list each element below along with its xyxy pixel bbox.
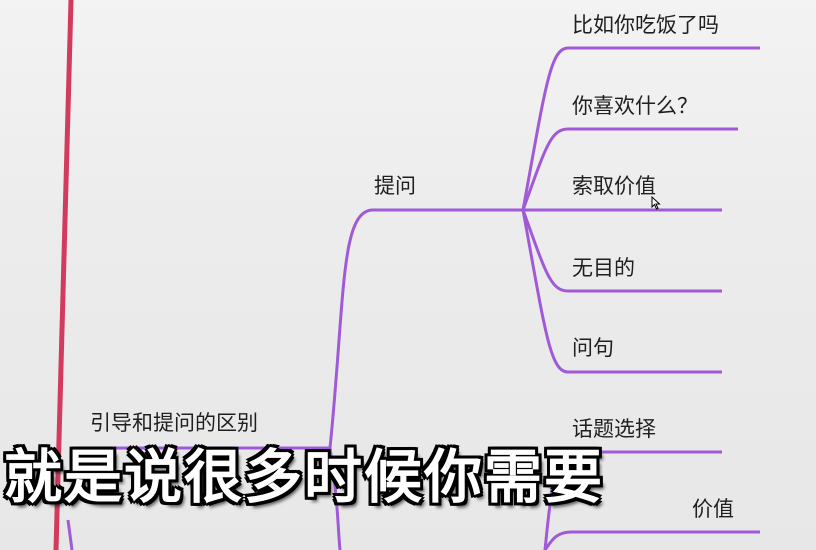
leaf-label-2: 你喜欢什么？ xyxy=(572,94,698,118)
leaf-label-4: 无目的 xyxy=(572,256,635,280)
root-to-question-connector xyxy=(328,208,373,449)
leaf-connector-2 xyxy=(521,127,738,211)
leaf-connector-5 xyxy=(521,209,722,374)
lower-leaf-label-1: 话题选择 xyxy=(572,417,656,441)
leaf-label-1: 比如你吃饭了吗 xyxy=(572,13,719,37)
left-spine-line xyxy=(53,0,74,550)
leaf-label-5: 问句 xyxy=(572,336,614,360)
mouse-cursor-icon xyxy=(651,196,661,210)
leaf-label-3: 索取价值 xyxy=(572,174,656,198)
lower-leaf-label-2: 价值 xyxy=(692,497,734,521)
leaf-connector-4 xyxy=(521,209,722,293)
lower-connector-2 xyxy=(543,530,760,550)
left-purple-stub xyxy=(66,519,74,550)
video-subtitle: 就是说很多时候你需要 xyxy=(4,443,605,511)
leaf-connector-1 xyxy=(521,46,760,211)
lower-connector-1 xyxy=(543,450,722,550)
root-to-lower-connector xyxy=(328,447,342,550)
question-node-label: 提问 xyxy=(374,174,416,198)
root-label: 引导和提问的区别 xyxy=(90,411,258,435)
